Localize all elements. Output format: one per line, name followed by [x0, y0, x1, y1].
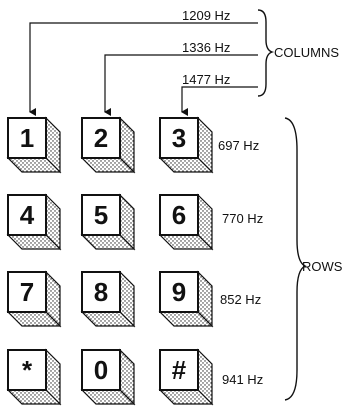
key-label: 5	[94, 200, 108, 230]
key-3[interactable]: 3	[160, 118, 212, 172]
key-4[interactable]: 4	[8, 195, 60, 249]
row-freq-4: 941 Hz	[222, 372, 263, 387]
key-label: 9	[172, 277, 186, 307]
column-freq-2: 1336 Hz	[182, 40, 230, 55]
key-6[interactable]: 6	[160, 195, 212, 249]
row-freq-1: 697 Hz	[218, 138, 259, 153]
key-5[interactable]: 5	[82, 195, 134, 249]
key-label: 7	[20, 277, 34, 307]
column-line-3	[182, 87, 258, 112]
key-label: *	[22, 355, 33, 385]
key-label: 6	[172, 200, 186, 230]
key-label: 4	[20, 200, 35, 230]
key-1[interactable]: 1	[8, 118, 60, 172]
key-2[interactable]: 2	[82, 118, 134, 172]
key-label: 1	[20, 123, 34, 153]
column-line-1	[30, 23, 258, 112]
key-star[interactable]: *	[8, 350, 60, 404]
rows-label: ROWS	[302, 259, 343, 274]
row-freq-3: 852 Hz	[220, 292, 261, 307]
keypad: 1 2 3 4 5 6 7 8 9 * 0 #	[8, 118, 212, 404]
columns-brace	[258, 10, 272, 96]
column-freq-3: 1477 Hz	[182, 72, 230, 87]
key-8[interactable]: 8	[82, 272, 134, 326]
column-lines	[30, 23, 258, 112]
key-pound[interactable]: #	[160, 350, 212, 404]
key-7[interactable]: 7	[8, 272, 60, 326]
key-9[interactable]: 9	[160, 272, 212, 326]
key-label: 8	[94, 277, 108, 307]
key-label: #	[172, 355, 187, 385]
key-label: 2	[94, 123, 108, 153]
row-freq-2: 770 Hz	[222, 211, 263, 226]
columns-label: COLUMNS	[274, 45, 339, 60]
key-label: 3	[172, 123, 186, 153]
key-label: 0	[94, 355, 108, 385]
key-0[interactable]: 0	[82, 350, 134, 404]
column-freq-1: 1209 Hz	[182, 8, 230, 23]
